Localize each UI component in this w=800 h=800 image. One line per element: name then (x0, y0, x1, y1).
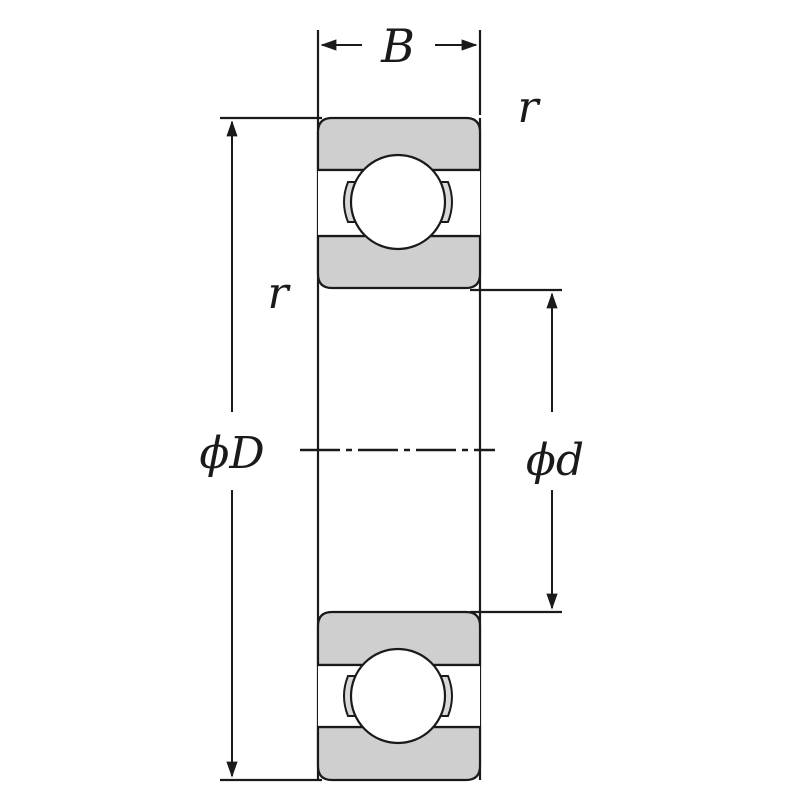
top-bearing-section (316, 116, 482, 290)
chamfer-label-top: r (517, 82, 541, 133)
bore-diameter-dimension: ϕd (470, 288, 584, 614)
outer-diameter-dimension: ϕD (199, 116, 322, 782)
outer-diameter-label: ϕD (199, 428, 264, 479)
width-label: B (380, 19, 415, 73)
ball-bottom (349, 647, 447, 745)
ball-top (349, 153, 447, 251)
bottom-bearing-section (316, 610, 482, 782)
width-dimension: B (316, 19, 482, 118)
bore-diameter-label: ϕd (526, 435, 584, 486)
outer-ring-bottom (316, 725, 482, 782)
chamfer-label-left: r (267, 268, 291, 319)
inner-ring-top (316, 234, 482, 290)
